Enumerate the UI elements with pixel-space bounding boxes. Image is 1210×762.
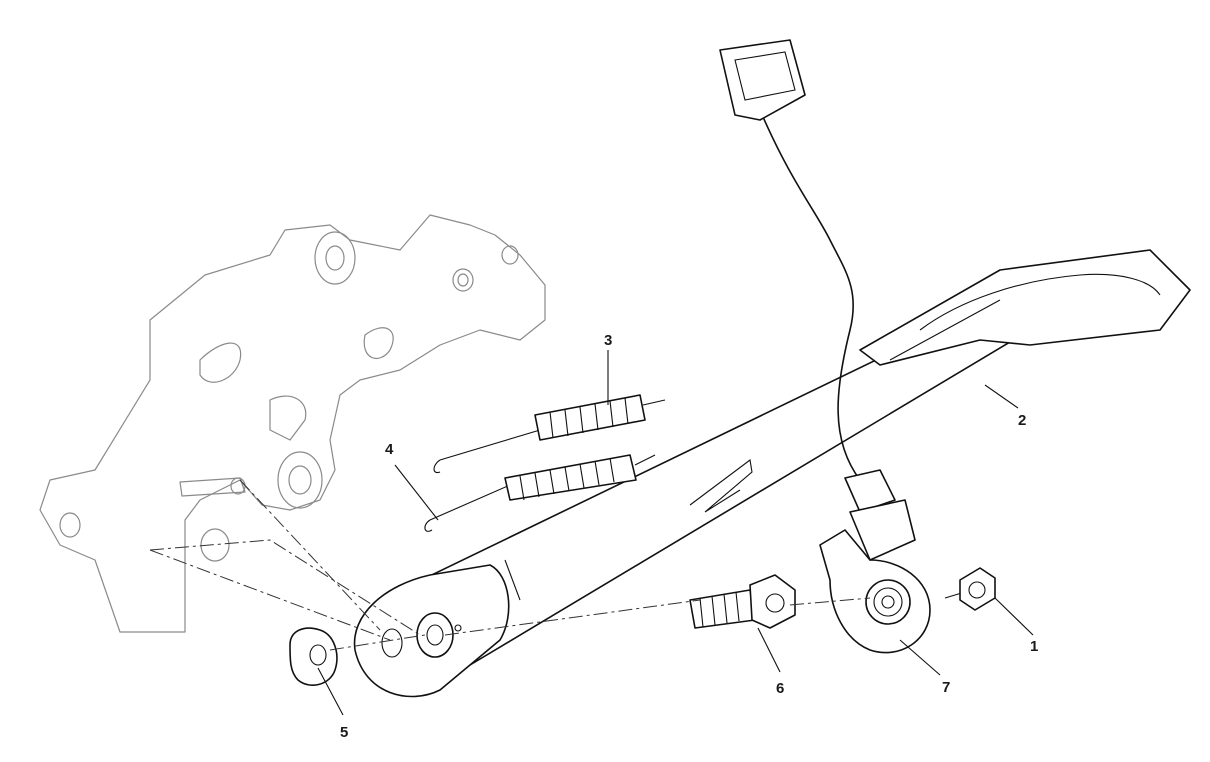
assembly-axis-lines (149, 479, 871, 651)
callout-7: 7 (942, 679, 950, 696)
frame-bracket-ghost (39, 214, 546, 633)
side-stand-sensor (819, 499, 931, 654)
callout-6: 6 (776, 680, 784, 697)
leader-lines (317, 350, 1034, 716)
callout-4: 4 (385, 441, 394, 458)
callout-1: 1 (1030, 638, 1038, 655)
washer-5 (289, 627, 338, 686)
sensor-harness (719, 39, 896, 513)
callout-2: 2 (1018, 412, 1026, 429)
pivot-pin-6 (689, 574, 796, 629)
spring-short (433, 394, 666, 474)
spring-long (424, 454, 656, 532)
side-stand-leg (353, 249, 1191, 698)
screw-1 (944, 567, 996, 611)
callout-5: 5 (340, 724, 348, 741)
callout-3: 3 (604, 332, 612, 349)
